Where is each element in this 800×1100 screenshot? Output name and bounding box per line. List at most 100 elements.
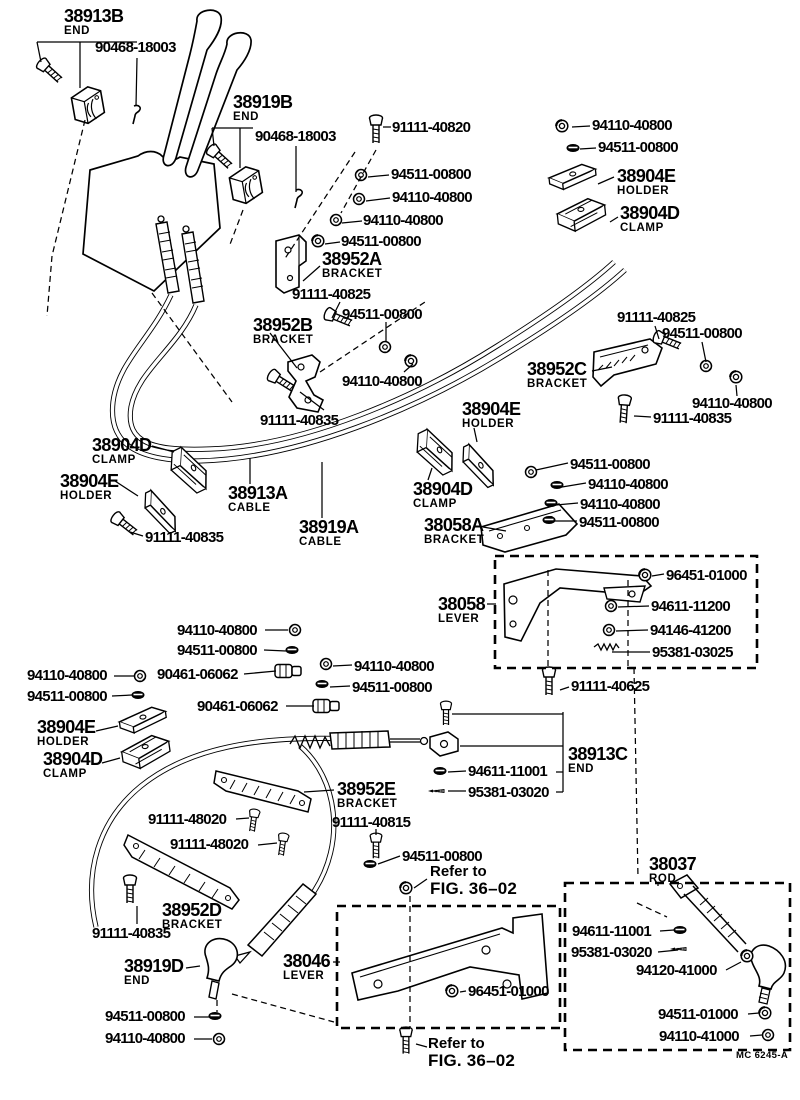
part-number-label: 91111-40835 [145, 530, 224, 545]
part-number: 38952C [527, 359, 587, 379]
part-caption: LEVER [438, 612, 480, 625]
part-number-label: 94110-40800 [580, 496, 661, 513]
figure-code: MC 6245-A [736, 1050, 789, 1061]
part-number: 38919D [124, 956, 184, 976]
part-number-text: 94511-00800 [391, 166, 472, 183]
part-number-label: 94110-40800 [363, 213, 444, 228]
part-number-text: 91111-40815 [332, 814, 411, 831]
part-caption: CLAMP [413, 497, 457, 510]
part-number-text: 91111-48020 [170, 836, 249, 853]
part-number: 38904E [60, 471, 119, 491]
part-number: 38904D [620, 203, 680, 223]
dashed-reference-lines [46, 119, 668, 1028]
part-number-text: 94511-00800 [342, 306, 423, 323]
part-number: 38037 [649, 854, 697, 874]
part-number: 38904E [37, 717, 96, 737]
part-number-text: 94611-11200 [651, 598, 731, 615]
part-number-text: 91111-40835 [653, 410, 732, 427]
part-number-label: 94120-41000 [636, 963, 717, 978]
part-number-text: 95381-03025 [652, 644, 733, 661]
part-number-label: 94110-40800 [342, 374, 423, 389]
part-number-label: 91111-40820 [392, 120, 471, 135]
part-number: 38919B [233, 92, 293, 112]
cable-end-fittings [155, 215, 459, 1000]
part-number: 38904D [43, 749, 103, 769]
part-number-text: 94611-11001 [572, 923, 652, 940]
part-number: 38904E [617, 166, 676, 186]
part-number-label: 94511-01000 [658, 1007, 739, 1022]
part-number-text: 91111-40835 [260, 412, 339, 429]
part-number-label: 95381-03020 [468, 785, 549, 800]
shift-levers [82, 9, 252, 293]
part-number-text: 94110-40800 [105, 1030, 186, 1047]
part-number: 38952D [162, 900, 222, 920]
part-number-label: 94511-00800 [341, 233, 422, 250]
part-number-label: 94511-00800 [342, 306, 423, 323]
part-caption: CABLE [299, 535, 342, 548]
part-number-text: 91111-40825 [292, 286, 371, 303]
group-boxes [335, 554, 792, 1052]
part-number-label: 94611-11200 [651, 598, 731, 615]
refer-note-line2: FIG. 36–02 [428, 1050, 516, 1070]
part-caption: CABLE [228, 501, 271, 514]
part-caption: BRACKET [322, 267, 383, 280]
part-number-text: 91111-40825 [617, 309, 696, 326]
part-number: 38058 [438, 594, 486, 614]
part-caption: HOLDER [60, 489, 113, 502]
part-number-label: 94511-00800 [579, 515, 660, 530]
part-number-text: 95381-03020 [571, 944, 652, 961]
part-number-label: 94511-00800 [662, 326, 743, 341]
part-number-text: 96451-01000 [666, 567, 747, 584]
part-caption: BRACKET [337, 797, 398, 810]
part-number-label: 96451-01000 [468, 984, 549, 999]
part-number: 38919A [299, 517, 359, 537]
part-number-label: 94110-41000 [659, 1028, 740, 1045]
part-number-label: 96451-01000 [666, 568, 747, 583]
group-box [335, 904, 562, 1030]
part-caption: CLAMP [620, 221, 664, 234]
part-number-label: 94611-11001 [572, 923, 652, 940]
part-caption: CLAMP [43, 767, 87, 780]
part-number-label: 94511-00800 [105, 1009, 186, 1024]
part-number-text: 94110-40800 [354, 658, 435, 675]
part-number-text: 94110-40800 [588, 476, 669, 493]
part-caption: HOLDER [617, 184, 670, 197]
part-number: 38952E [337, 779, 396, 799]
part-number-label: 95381-03025 [652, 645, 733, 660]
part-number-text: 94611-11001 [468, 763, 548, 780]
part-number-label: 91111-40825 [617, 309, 696, 326]
part-number-text: 94110-41000 [659, 1028, 740, 1045]
part-number-label: 91111-40815 [332, 814, 411, 831]
part-caption: BRACKET [162, 918, 223, 931]
part-caption: END [233, 110, 260, 123]
part-number-label: 90461-06062 [197, 699, 278, 714]
part-number-text: 94511-00800 [341, 233, 422, 250]
part-number-label: 91111-40835 [260, 412, 339, 429]
part-number-label: 94110-40800 [392, 190, 473, 205]
part-number-text: 94511-00800 [177, 642, 258, 659]
part-number-text: 94110-40800 [580, 496, 661, 513]
part-caption: BRACKET [424, 533, 485, 546]
part-number-label: 94511-00800 [352, 680, 433, 695]
part-caption: CLAMP [92, 453, 136, 466]
part-number-label: 94611-11001 [468, 763, 548, 780]
part-caption: END [568, 762, 595, 775]
part-number-text: 95381-03020 [468, 784, 549, 801]
part-caption: END [64, 24, 91, 37]
part-number: 38913C [568, 744, 628, 764]
part-caption: ROD [649, 872, 677, 885]
